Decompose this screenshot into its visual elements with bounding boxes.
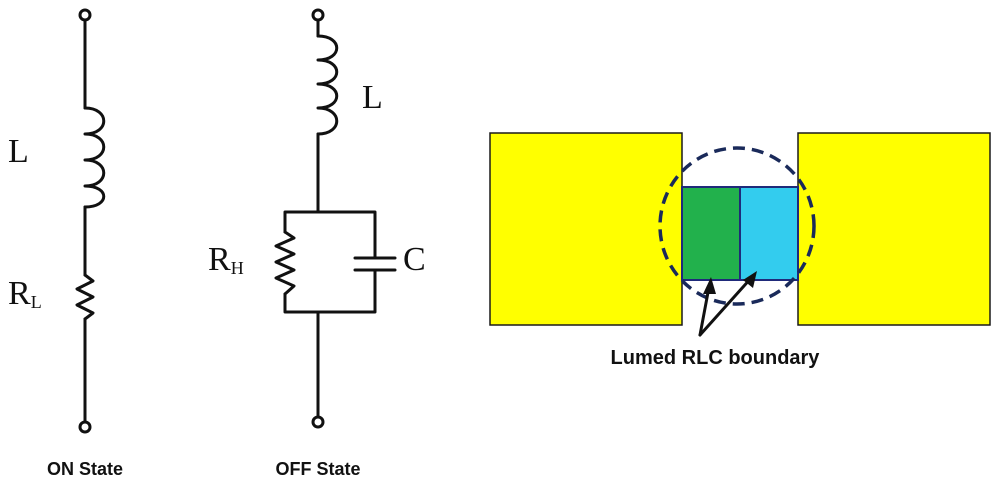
dashed-boundary-circle xyxy=(658,146,816,306)
on-resistor xyxy=(75,273,95,321)
arrow-to-green xyxy=(698,285,711,337)
green-block xyxy=(682,187,740,280)
on-inductor-label: L xyxy=(8,133,29,170)
boundary-caption: Lumed RLC boundary xyxy=(611,347,821,369)
off-bottom-terminal xyxy=(311,415,325,429)
on-resistor-label-sub: L xyxy=(31,292,42,312)
off-state-circuit xyxy=(274,8,397,429)
off-inductor-label: L xyxy=(362,79,383,116)
left-pad xyxy=(489,132,683,326)
off-resistor-label-main: R xyxy=(208,241,231,278)
off-resistor-label-sub: H xyxy=(231,258,244,278)
pointer-arrows xyxy=(698,275,754,337)
on-bottom-terminal xyxy=(78,420,92,434)
off-parallel-box xyxy=(283,210,377,260)
blue-block xyxy=(740,187,798,280)
off-capacitor-lead-bottom xyxy=(283,268,377,314)
boundary-figure: Lumed RLC boundary xyxy=(489,132,991,369)
off-resistor xyxy=(274,230,296,296)
arrowhead-blue xyxy=(743,271,757,288)
on-state-circuit xyxy=(75,8,106,434)
right-pad xyxy=(797,132,991,326)
off-inductor xyxy=(316,34,339,136)
off-state-caption: OFF State xyxy=(275,459,360,479)
arrow-to-blue xyxy=(698,275,754,337)
on-resistor-label-main: R xyxy=(8,275,31,312)
on-inductor xyxy=(83,106,106,209)
off-resistor-label: RH xyxy=(208,241,244,278)
arrowhead-green xyxy=(703,277,716,294)
on-state-caption: ON State xyxy=(47,459,123,479)
on-resistor-label: RL xyxy=(8,275,42,312)
off-capacitor-label: C xyxy=(403,241,426,278)
